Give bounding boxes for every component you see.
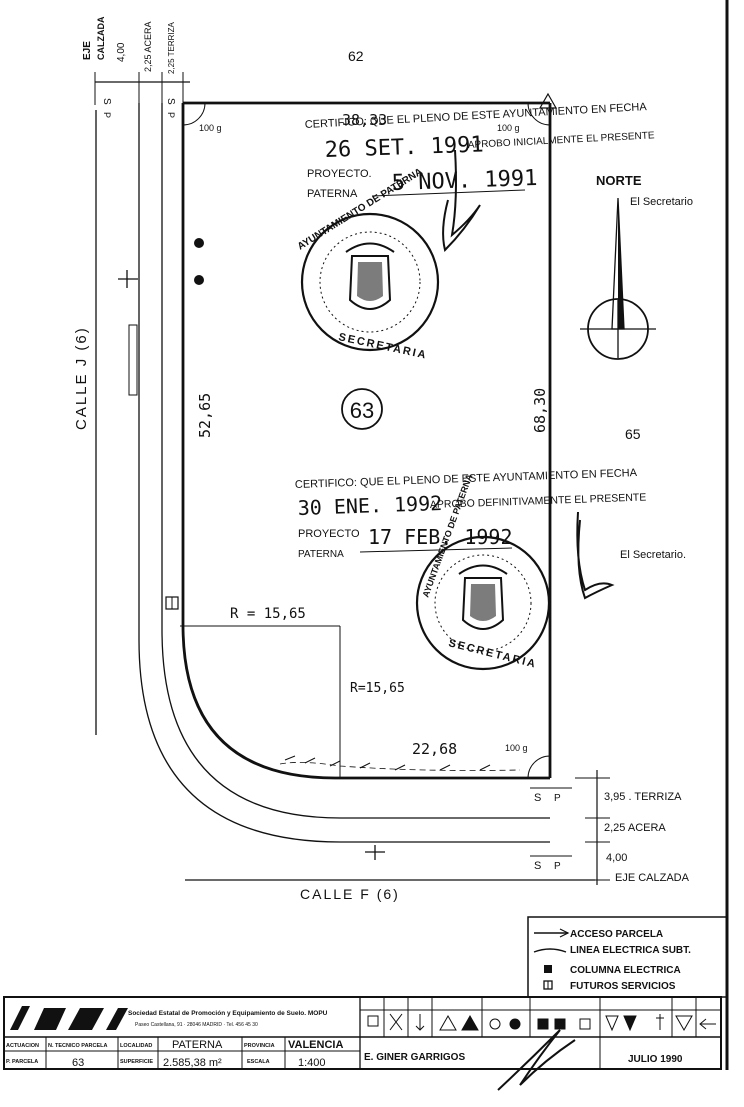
- escala-value: 1:400: [298, 1057, 326, 1069]
- title-block: Sociedad Estatal de Promoción y Equipami…: [3, 996, 722, 1091]
- south-edge-dimension: 22,68: [412, 740, 457, 758]
- south-s-label-1: S: [534, 792, 541, 804]
- calzada-label: CALZADA: [96, 16, 106, 60]
- plot-number: 63: [350, 398, 374, 423]
- actuacion-label: ACTUACION: [6, 1043, 39, 1049]
- certificate-final-approval: CERTIFICO: QUE EL PLENO DE ESTE AYUNTAMI…: [295, 467, 686, 671]
- legend-item-future-services: FUTUROS SERVICIOS: [570, 981, 676, 992]
- legend-item-access: ACCESO PARCELA: [570, 929, 663, 940]
- angle-label-nw: 100 g: [199, 123, 222, 133]
- parcela-header: N. TECNICO PARCELA: [48, 1043, 108, 1049]
- south-terriza-label: 3,95 . TERRIZA: [604, 791, 682, 803]
- street-name-west: CALLE J (6): [73, 326, 90, 430]
- east-edge-dimension: 68,30: [531, 388, 549, 433]
- parcela-label: P. PARCELA: [6, 1059, 38, 1065]
- company-name: Sociedad Estatal de Promoción y Equipami…: [128, 1010, 328, 1017]
- street-name-south: CALLE F (6): [300, 886, 400, 902]
- escala-label: ESCALA: [247, 1059, 270, 1065]
- top-edge-dimension: 38,33: [342, 111, 387, 129]
- drawing-date: JULIO 1990: [628, 1054, 683, 1065]
- west-s-label-1: S: [101, 98, 112, 105]
- superficie-value: 2.585,38 m²: [163, 1057, 222, 1069]
- cert1-line1: CERTIFICO: QUE EL PLENO DE ESTE AYUNTAMI…: [305, 101, 648, 131]
- electric-column-icon: [194, 238, 204, 248]
- cert1-date-sign: 5 NOV. 1991: [391, 166, 537, 196]
- title-icon-cells: [360, 997, 721, 1037]
- cert2-date-final: 30 ENE. 1992: [297, 491, 442, 520]
- south-acera-label: 2,25 ACERA: [604, 822, 666, 834]
- author-signature: [497, 1029, 576, 1091]
- superficie-label: SUPERFICIE: [120, 1059, 153, 1065]
- south-p-label-2: P: [554, 861, 561, 872]
- neighbor-plot-north: 62: [348, 48, 364, 64]
- certificate-initial-approval: CERTIFICO: QUE EL PLENO DE ESTE AYUNTAMI…: [296, 101, 655, 362]
- neighbor-plot-east: 65: [625, 426, 641, 442]
- company-logo: [10, 1006, 128, 1030]
- legend-item-electric-line: LINEA ELECTRICA SUBT.: [570, 945, 691, 956]
- street-symbols: [118, 270, 385, 860]
- south-street-dimensions: 3,95 . TERRIZA 2,25 ACERA 4,00 EJE CALZA…: [530, 770, 690, 885]
- north-secretary-label: El Secretario: [630, 196, 693, 208]
- west-p-label-1: P: [102, 112, 112, 118]
- angle-label-se: 100 g: [505, 743, 528, 753]
- south-calzada-width: 4,00: [606, 852, 627, 864]
- eje-label: EJE: [82, 41, 93, 60]
- cert2-paterna: PATERNA: [298, 549, 344, 560]
- electric-column-icon-2: [194, 275, 204, 285]
- west-street-header: EJE CALZADA 4,00 2,25 ACERA 2,25 TERRIZA…: [82, 16, 190, 118]
- cert1-approval: APROBO INICIALMENTE EL PRESENTE: [468, 130, 656, 151]
- cert1-paterna: PATERNA: [307, 188, 358, 200]
- radius-label-inner: R=15,65: [350, 681, 405, 696]
- plot-number-badge: 63: [341, 388, 383, 430]
- south-eje-label: EJE CALZADA: [615, 872, 690, 884]
- west-terriza-label: 2,25 TERRIZA: [167, 21, 176, 74]
- author-name: E. GINER GARRIGOS: [364, 1052, 465, 1063]
- localidad-value: PATERNA: [172, 1039, 223, 1051]
- cert2-signature: [576, 511, 615, 600]
- west-p-label-2: P: [166, 112, 176, 118]
- north-arrow: NORTE El Secretario: [580, 173, 693, 360]
- street-lines: [95, 103, 595, 881]
- provincia-label: PROVINCIA: [244, 1043, 275, 1049]
- cert1-proyecto: PROYECTO.: [307, 168, 372, 180]
- radius-label-outer: R = 15,65: [230, 606, 306, 622]
- angle-label-ne: 100 g: [497, 123, 520, 133]
- south-s-label-2: S: [534, 860, 541, 872]
- localidad-label: LOCALIDAD: [120, 1043, 152, 1049]
- cert2-proyecto: PROYECTO: [298, 528, 360, 540]
- north-label: NORTE: [596, 173, 642, 188]
- ne-corner-marker: [538, 92, 558, 109]
- west-edge-dimension: 52,65: [196, 393, 214, 438]
- cert2-secretary: El Secretario.: [620, 549, 686, 561]
- cert1-date-initial: 26 SET. 1991: [324, 132, 484, 163]
- calzada-width: 4,00: [116, 42, 127, 62]
- legend: ACCESO PARCELA LINEA ELECTRICA SUBT. COL…: [527, 916, 728, 998]
- legend-item-electric-column: COLUMNA ELECTRICA: [570, 965, 681, 976]
- provincia-value: VALENCIA: [288, 1039, 343, 1051]
- west-s-label-2: S: [165, 98, 176, 105]
- cert1-signature: [442, 149, 481, 252]
- underground-electric-line: [284, 755, 491, 771]
- company-address: Paseo Castellana, 91 · 28046 MADRID · Te…: [135, 1022, 258, 1028]
- south-p-label-1: P: [554, 793, 561, 804]
- parcel-boundary: [180, 101, 552, 779]
- west-acera-label: 2,25 ACERA: [143, 21, 153, 72]
- title-lower-row: [45, 1037, 601, 1069]
- parcela-value: 63: [72, 1057, 84, 1069]
